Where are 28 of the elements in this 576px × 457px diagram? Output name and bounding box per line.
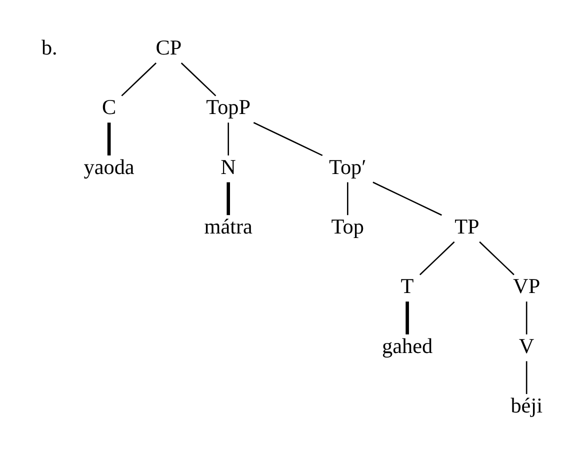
node-text: gahed bbox=[382, 334, 433, 358]
connector bbox=[419, 241, 455, 276]
connector bbox=[526, 361, 528, 394]
connector bbox=[107, 122, 111, 156]
node-text: VP bbox=[513, 274, 540, 298]
node-text: Top′ bbox=[329, 154, 366, 179]
node-text: CP bbox=[156, 36, 182, 60]
connector bbox=[228, 122, 230, 156]
connector bbox=[180, 62, 216, 96]
node-text: Top bbox=[331, 214, 364, 239]
connector bbox=[253, 122, 323, 156]
node-text: yaoda bbox=[84, 154, 134, 179]
label: b. bbox=[41, 36, 58, 60]
connector bbox=[346, 182, 348, 216]
node-text: T bbox=[400, 274, 414, 298]
node-text: béji bbox=[510, 393, 542, 418]
node-text: V bbox=[518, 334, 534, 358]
connector bbox=[526, 302, 528, 334]
node-text: TP bbox=[454, 214, 480, 239]
connector bbox=[121, 62, 157, 96]
connector bbox=[226, 182, 230, 216]
node-text: N bbox=[220, 154, 236, 179]
node-text: C bbox=[102, 95, 116, 120]
node-text: TopP bbox=[206, 95, 251, 120]
connector bbox=[406, 302, 409, 334]
connector bbox=[479, 241, 514, 276]
node-text: mátra bbox=[204, 214, 252, 239]
connector bbox=[372, 182, 442, 216]
